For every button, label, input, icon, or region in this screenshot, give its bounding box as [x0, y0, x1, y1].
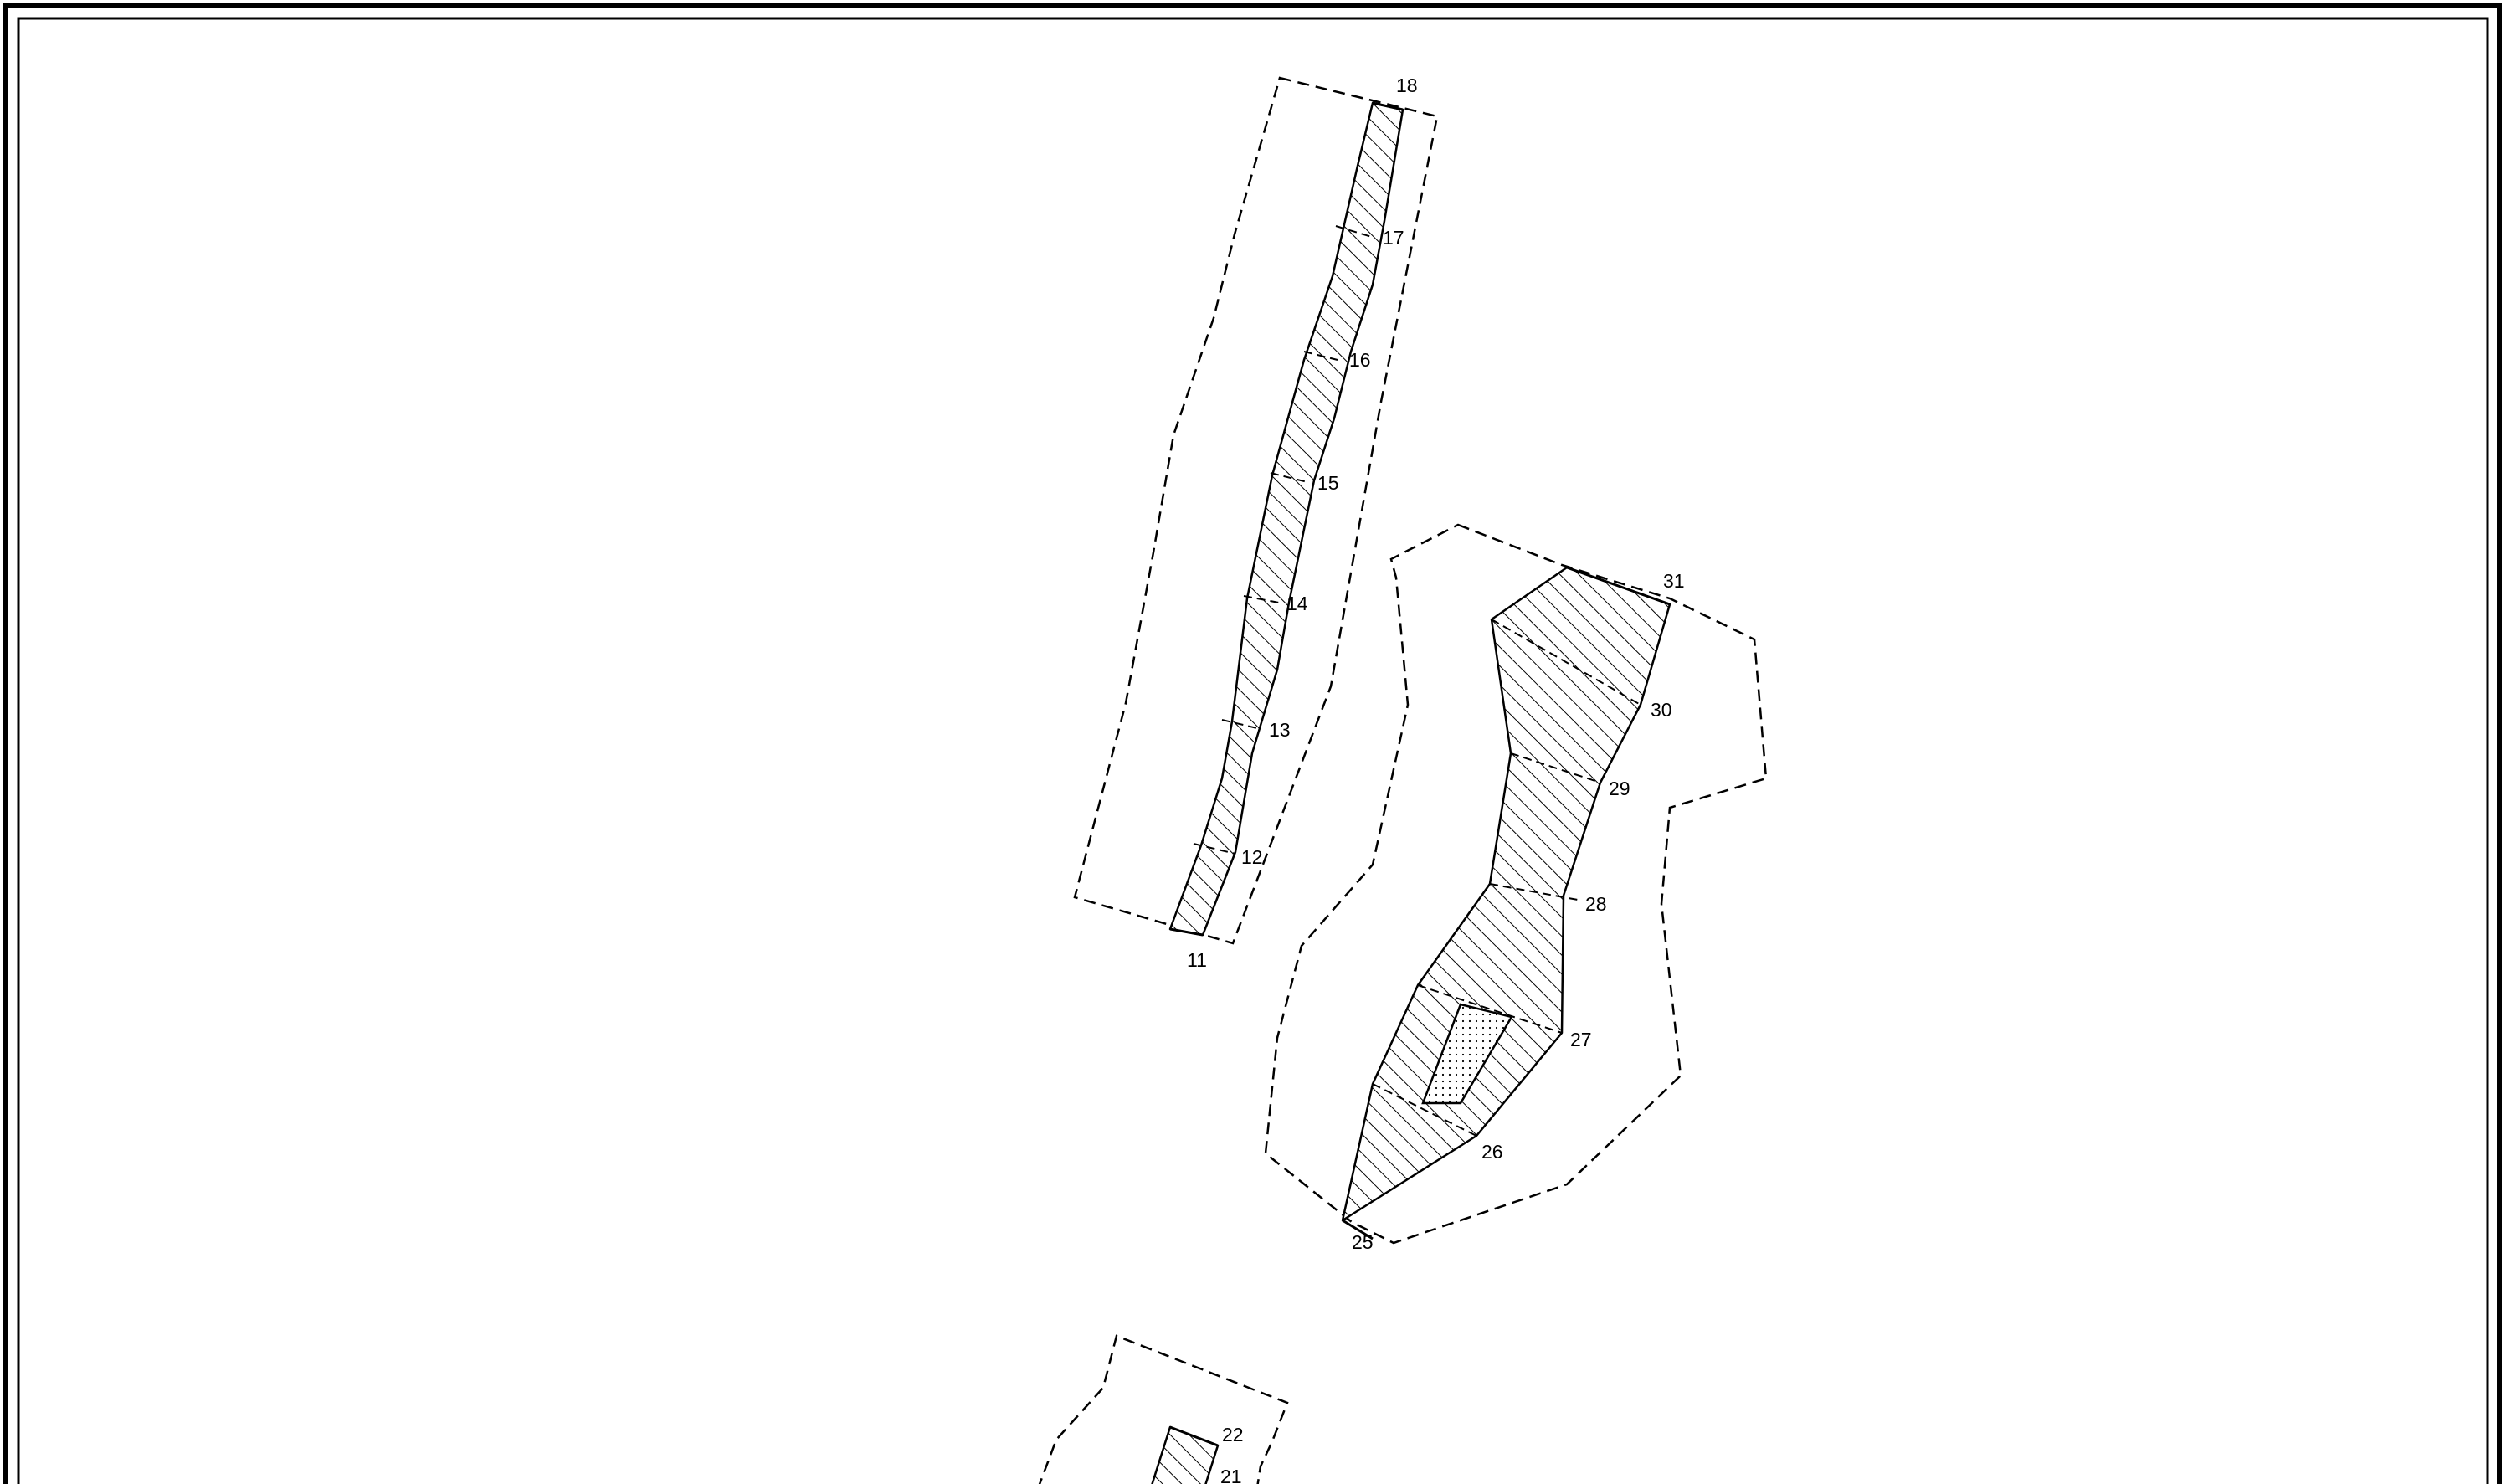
divider-30	[1491, 619, 1641, 706]
divider-27	[1417, 984, 1563, 1034]
strip-2-parcel	[1341, 566, 1671, 1222]
station-label-25: 25	[1352, 1231, 1374, 1253]
divider-28	[1489, 883, 1579, 901]
station-label-31: 31	[1663, 570, 1685, 592]
station-label-26: 26	[1481, 1141, 1503, 1163]
divider-12	[1193, 843, 1236, 855]
divider-14	[1243, 595, 1280, 603]
strip-2-dividers	[1372, 619, 1641, 1137]
station-label-11: 11	[1187, 949, 1207, 971]
station-label-29: 29	[1609, 778, 1630, 799]
station-label-15: 15	[1317, 472, 1339, 494]
strip-3-parcel	[1151, 1425, 1220, 1484]
station-label-14: 14	[1286, 593, 1308, 614]
station-label-18: 18	[1396, 74, 1418, 96]
divider-17	[1335, 225, 1375, 239]
station-18-edge	[1372, 101, 1404, 111]
station-label-12: 12	[1241, 846, 1263, 868]
station-label-27: 27	[1570, 1029, 1592, 1050]
strip-2-boundary	[1264, 523, 1768, 1245]
divider-26	[1372, 1083, 1477, 1137]
divider-13	[1221, 719, 1258, 729]
inner-frame	[17, 17, 2489, 1484]
station-label-21: 21	[1220, 1466, 1242, 1484]
divider-29	[1510, 752, 1601, 783]
divider-15	[1270, 472, 1308, 483]
strip-2-dotted-area	[1421, 1003, 1513, 1105]
station-label-22: 22	[1222, 1424, 1244, 1445]
station-label-17: 17	[1383, 227, 1404, 249]
outer-frame	[3, 3, 2502, 1484]
strip-1-parcel	[1168, 101, 1404, 937]
station-label-30: 30	[1651, 699, 1672, 721]
station-25-edge	[1342, 1219, 1374, 1240]
station-22-edge	[1169, 1425, 1219, 1447]
station-31-edge	[1566, 566, 1671, 606]
station-11-edge	[1169, 927, 1204, 937]
strip-1-boundary	[1073, 76, 1439, 945]
strip-1-dividers	[1193, 225, 1375, 855]
station-label-16: 16	[1349, 349, 1371, 371]
divider-16	[1303, 351, 1338, 361]
station-label-28: 28	[1585, 893, 1607, 915]
strip-3-boundary	[1038, 1334, 1289, 1484]
station-label-13: 13	[1269, 719, 1291, 741]
